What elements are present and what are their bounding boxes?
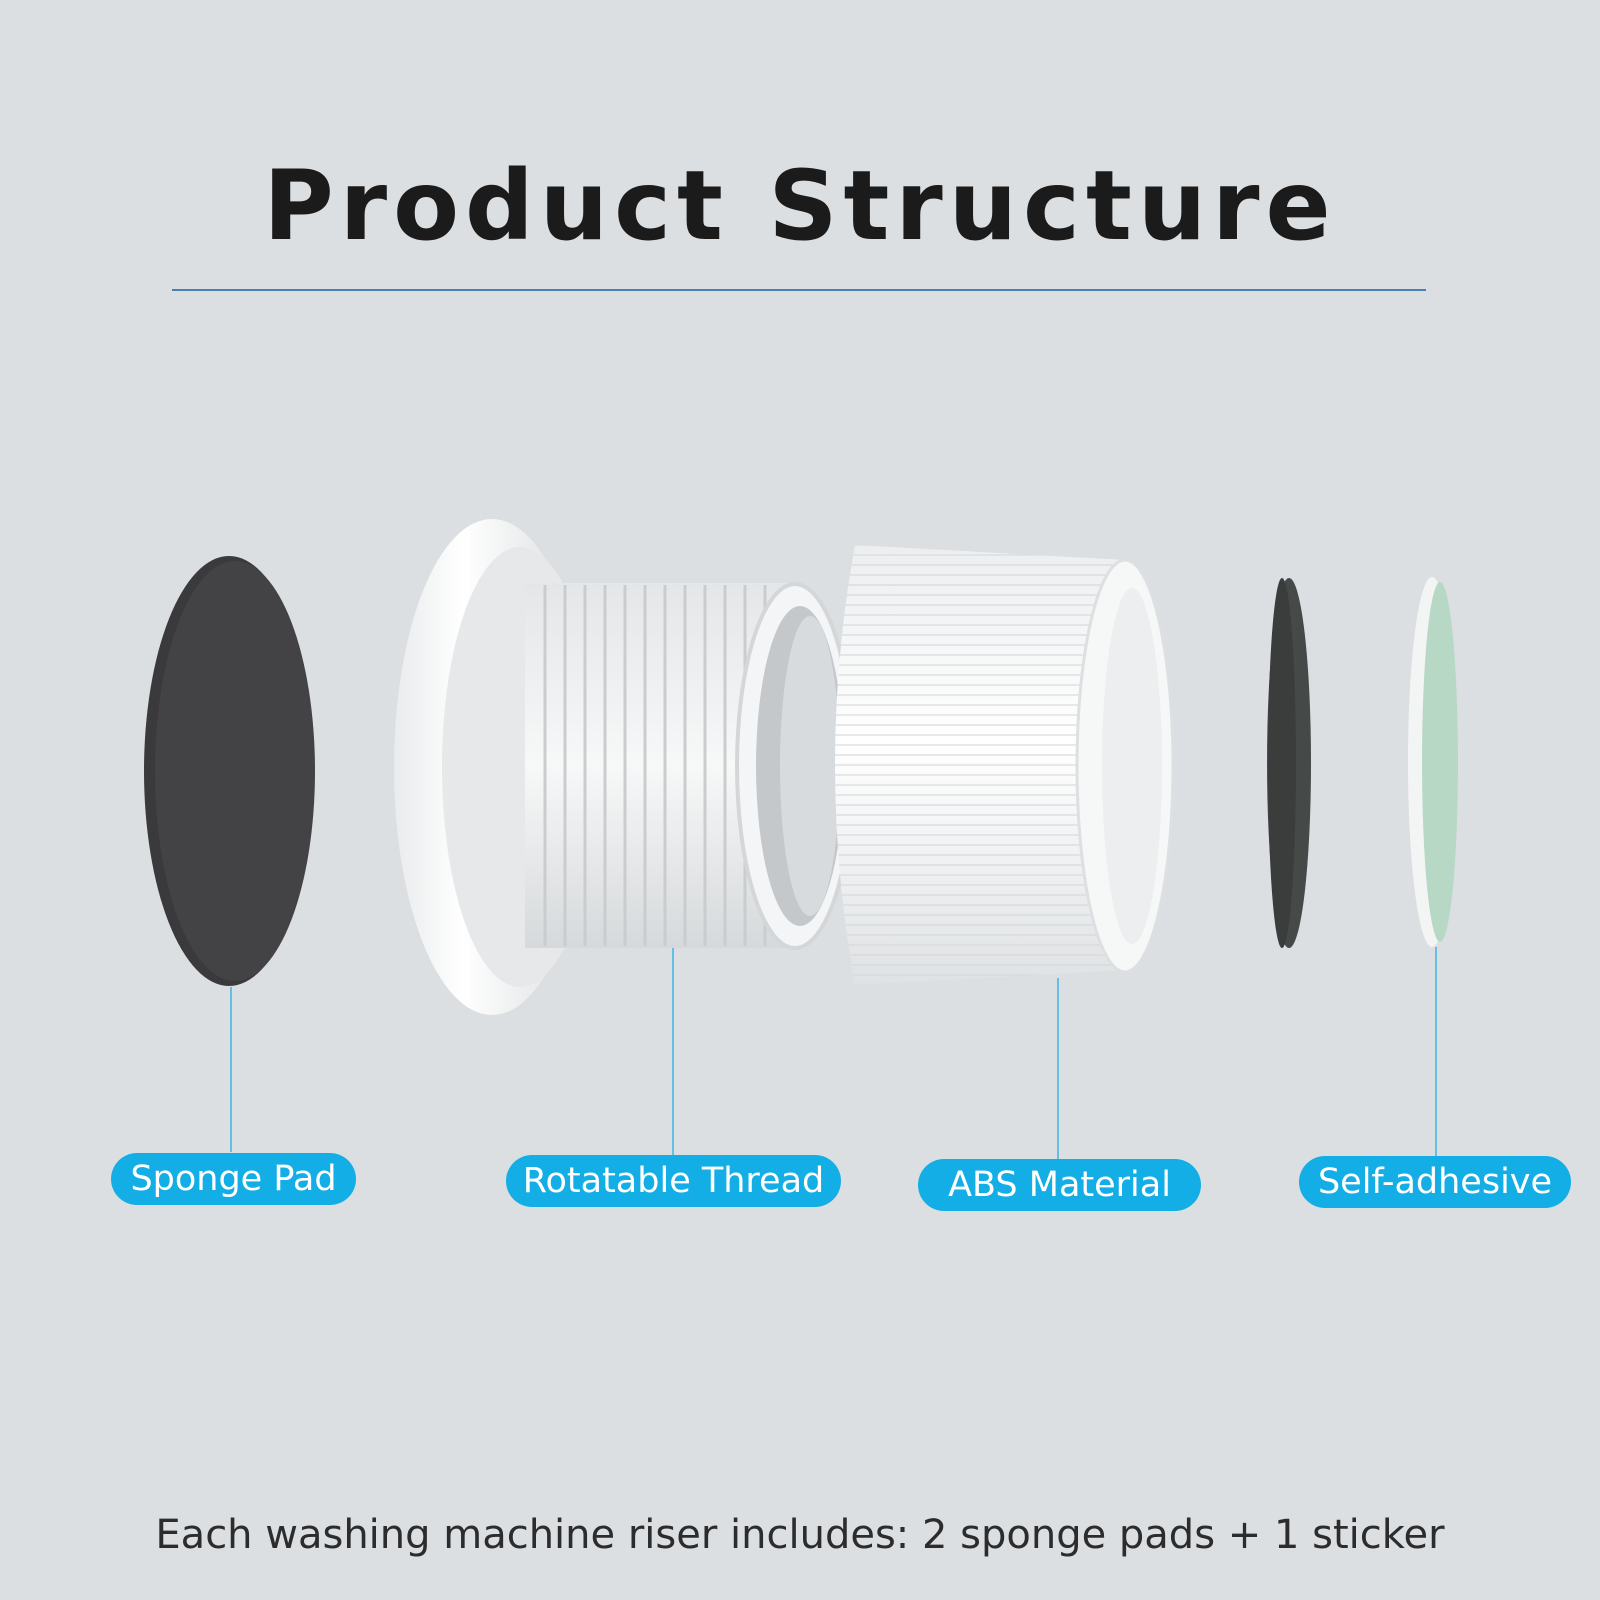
title-divider bbox=[172, 289, 1426, 291]
page-title: Product Structure bbox=[263, 150, 1337, 262]
abs-cap bbox=[835, 545, 1175, 985]
label-self-adhesive: Self-adhesive bbox=[1299, 1156, 1571, 1208]
label-rotatable-thread: Rotatable Thread bbox=[506, 1155, 841, 1207]
label-abs-material: ABS Material bbox=[918, 1159, 1201, 1211]
adhesive-sticker bbox=[1408, 577, 1458, 947]
sponge-pad-disc bbox=[144, 556, 315, 986]
dark-thin-disc bbox=[1267, 578, 1311, 948]
package-contents-note: Each washing machine riser includes: 2 s… bbox=[155, 1512, 1445, 1558]
label-sponge-pad: Sponge Pad bbox=[111, 1153, 356, 1205]
threaded-base bbox=[394, 519, 855, 1015]
connector-lines bbox=[230, 947, 1437, 1160]
